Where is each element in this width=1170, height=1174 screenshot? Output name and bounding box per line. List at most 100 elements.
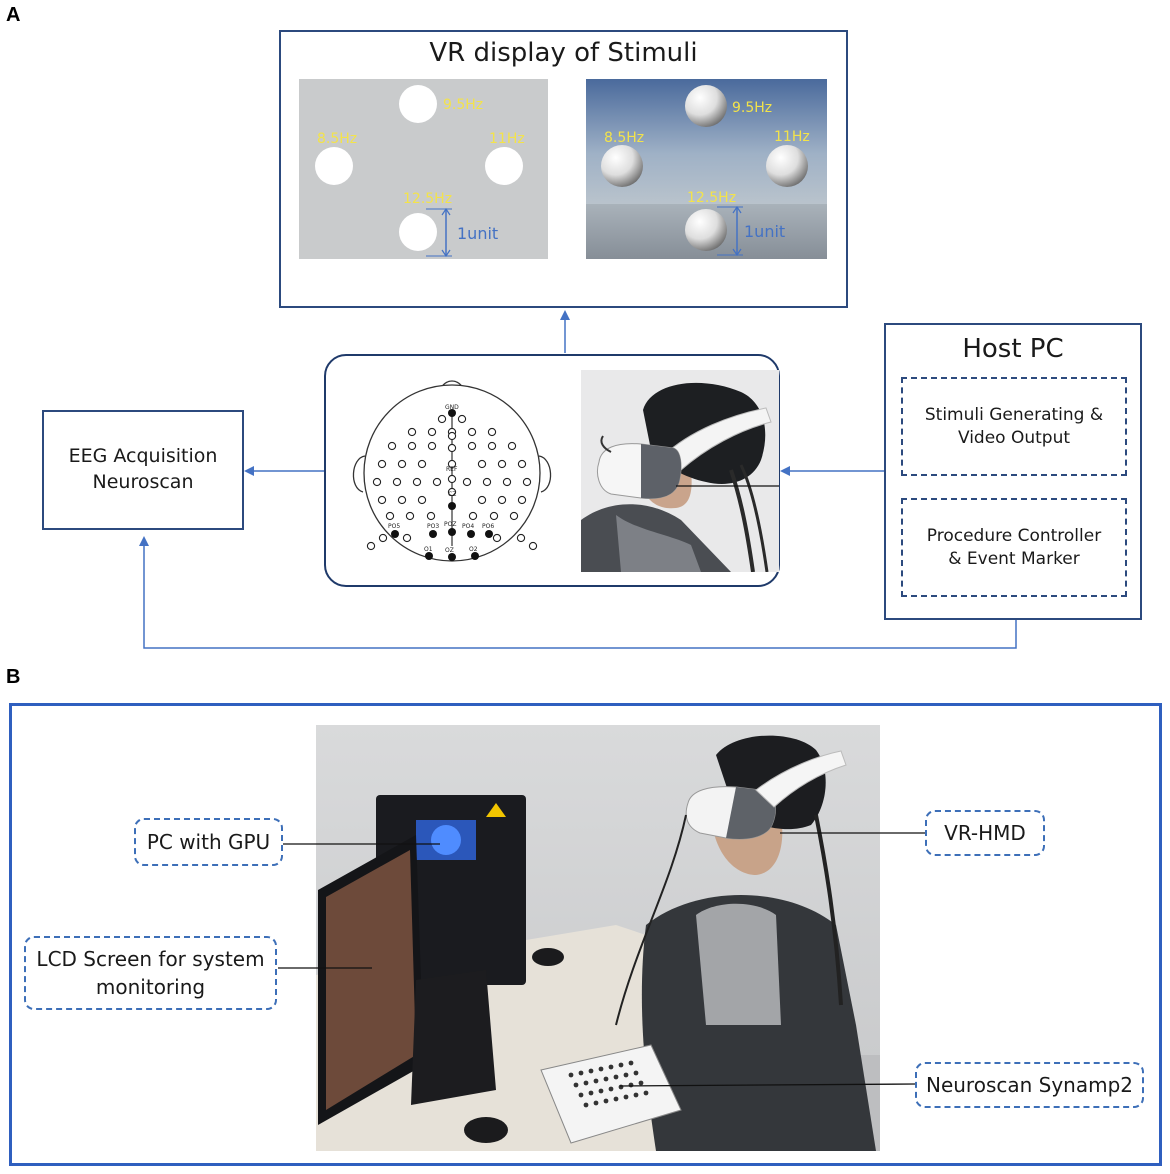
label-o1: O1 (424, 546, 433, 553)
electrode-open (437, 414, 447, 424)
label-cz: CZ (448, 491, 456, 498)
electrode-open (492, 533, 502, 543)
flat-stimuli-panel: 9.5Hz 8.5Hz 11Hz 12.5Hz 1unit (299, 79, 548, 259)
lab-setup-photo (316, 725, 880, 1151)
label-gnd: GND (445, 404, 459, 411)
vr-hmd-label: VR-HMD (925, 810, 1045, 856)
electrode-filled (485, 530, 493, 538)
electrode-open (372, 477, 382, 487)
electrode-open (487, 441, 497, 451)
electrode-open (497, 495, 507, 505)
flat-freq-left: 8.5Hz (317, 131, 357, 147)
electrode-open (507, 441, 517, 451)
electrode-open (447, 474, 457, 484)
electrode-open (417, 459, 427, 469)
electrode-open (462, 477, 472, 487)
electrode-open (377, 495, 387, 505)
electrode-open (427, 427, 437, 437)
flat-freq-right: 11Hz (489, 131, 525, 147)
scene-stimulus-top (685, 85, 727, 127)
procedure-controller-line1: Procedure Controller (926, 525, 1102, 546)
scene-stimulus-bottom (685, 209, 727, 251)
label-pointer-lines (278, 832, 925, 1087)
flat-unit-label: 1unit (457, 224, 498, 243)
vr-display-title: VR display of Stimuli (429, 38, 698, 68)
electrode-open (467, 441, 477, 451)
procedure-controller-line2: & Event Marker (948, 548, 1080, 569)
electrode-open (447, 431, 457, 441)
label-po6: PO6 (482, 523, 494, 530)
neuroscan-synamp-text: Neuroscan Synamp2 (925, 1073, 1134, 1097)
electrode-open (517, 459, 527, 469)
pc-with-gpu-label: PC with GPU (134, 818, 283, 866)
flat-stimulus-top (399, 85, 437, 123)
label-o2: O2 (469, 546, 478, 553)
electrode-open (447, 459, 457, 469)
electrode-open (427, 441, 437, 451)
electrode-filled (448, 502, 456, 510)
electrode-open (487, 427, 497, 437)
keyboard (411, 970, 496, 1105)
procedure-controller-box: Procedure Controller & Event Marker (901, 498, 1127, 597)
electrode-open (447, 443, 457, 453)
electrode-open (392, 477, 402, 487)
electrode-open (402, 533, 412, 543)
scene-stimuli-panel: 9.5Hz 8.5Hz 11Hz 12.5Hz 1unit (586, 79, 827, 259)
scene-stimulus-left (601, 145, 643, 187)
lcd-screen-text-line2: monitoring (95, 975, 206, 999)
panel-b-letter: B (6, 666, 21, 688)
eeg-acquisition-line2: Neuroscan (92, 471, 194, 493)
electrode-cap-diagram: GND REF CZ PO5 PO3 POZ PO4 PO6 O1 OZ O2 (352, 380, 552, 562)
electrode-open (477, 459, 487, 469)
lcd-screen-label: LCD Screen for system monitoring (24, 936, 277, 1010)
electrode-open (432, 477, 442, 487)
label-po3: PO3 (427, 523, 439, 530)
arrow-event-marker-to-eeg (139, 536, 1017, 649)
scene-freq-right: 11Hz (774, 129, 810, 145)
label-oz: OZ (445, 547, 454, 554)
electrode-open (405, 511, 415, 521)
electrode-open (447, 487, 457, 497)
electrode-filled (429, 530, 437, 538)
electrode-open (426, 511, 436, 521)
host-pc-box (884, 323, 1142, 620)
eeg-acquisition-line1: EEG Acquisition (68, 445, 218, 468)
neuroscan-synamp-label: Neuroscan Synamp2 (915, 1062, 1144, 1108)
host-pc-title: Host PC (962, 334, 1064, 364)
scene-unit-label: 1unit (744, 222, 785, 241)
electrode-open (517, 495, 527, 505)
eeg-acquisition-box: EEG Acquisition Neuroscan (42, 410, 244, 530)
electrode-open (482, 477, 492, 487)
stimuli-generating-box: Stimuli Generating & Video Output (901, 377, 1127, 476)
connector-arrows (139, 310, 1017, 649)
amplifier (540, 1044, 682, 1144)
electrode-open (468, 511, 478, 521)
lcd-screen-text-line1: LCD Screen for system (36, 947, 265, 971)
electrode-open (387, 441, 397, 451)
scene-stimulus-right (766, 145, 808, 187)
electrode-filled (391, 530, 399, 538)
panel-a-letter: A (6, 4, 21, 26)
label-po5: PO5 (388, 523, 400, 530)
electrode-open (528, 541, 538, 551)
electrode-open (477, 495, 487, 505)
electrode-open (407, 441, 417, 451)
electrode-open (385, 511, 395, 521)
electrode-open (489, 511, 499, 521)
flat-stimulus-left (315, 147, 353, 185)
pc-with-gpu-text: PC with GPU (146, 830, 271, 854)
electrode-filled (467, 530, 475, 538)
right-ear-shape (538, 455, 552, 493)
vr-headset-photo (581, 370, 779, 572)
scene-freq-left: 8.5Hz (604, 130, 644, 146)
vr-hmd-text: VR-HMD (944, 821, 1026, 845)
label-po4: PO4 (462, 523, 474, 530)
left-ear-shape (352, 455, 366, 493)
electrode-open (457, 414, 467, 424)
label-ref: REF (446, 466, 458, 473)
electrode-open (377, 459, 387, 469)
flat-freq-bottom: 12.5Hz (403, 191, 452, 207)
electrode-filled (448, 528, 456, 536)
electrode-open (502, 477, 512, 487)
electrode-open (509, 511, 519, 521)
